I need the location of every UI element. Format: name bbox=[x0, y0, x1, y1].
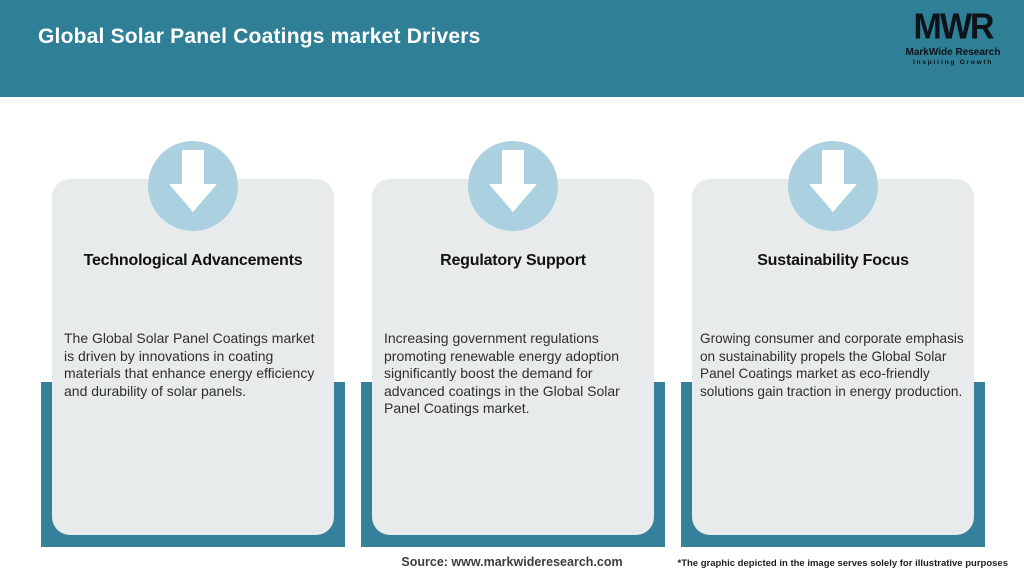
card-title: Regulatory Support bbox=[440, 252, 586, 269]
driver-card-technological-advancements: Technological Advancements The Global So… bbox=[52, 179, 334, 535]
disclaimer-text: *The graphic depicted in the image serve… bbox=[677, 558, 1009, 569]
source-text: Source: www.markwideresearch.com bbox=[401, 555, 623, 569]
card-title: Technological Advancements bbox=[83, 252, 303, 269]
card-body-text: Increasing government regulations promot… bbox=[384, 330, 620, 416]
header-bar: Global Solar Panel Coatings market Drive… bbox=[0, 0, 1024, 97]
logo-tagline: Inspiring Growth bbox=[913, 58, 993, 66]
markwide-research-logo: MWR MarkWide Research Inspiring Growth bbox=[898, 7, 1008, 66]
card-title: Sustainability Focus bbox=[757, 252, 909, 269]
down-arrow-icon bbox=[468, 141, 558, 231]
down-arrow-icon bbox=[788, 141, 878, 231]
card-body-text: Growing consumer and corporate emphasis … bbox=[700, 331, 964, 399]
driver-card-regulatory-support: Regulatory Support Increasing government… bbox=[372, 179, 654, 535]
driver-card-sustainability-focus: Sustainability Focus Growing consumer an… bbox=[692, 179, 974, 535]
page-title: Global Solar Panel Coatings market Drive… bbox=[38, 25, 481, 48]
card-body-text: The Global Solar Panel Coatings market i… bbox=[64, 330, 315, 399]
logo-name: MarkWide Research bbox=[905, 46, 1001, 58]
down-arrow-icon bbox=[148, 141, 238, 231]
logo-mark-icon: MWR bbox=[913, 7, 995, 47]
